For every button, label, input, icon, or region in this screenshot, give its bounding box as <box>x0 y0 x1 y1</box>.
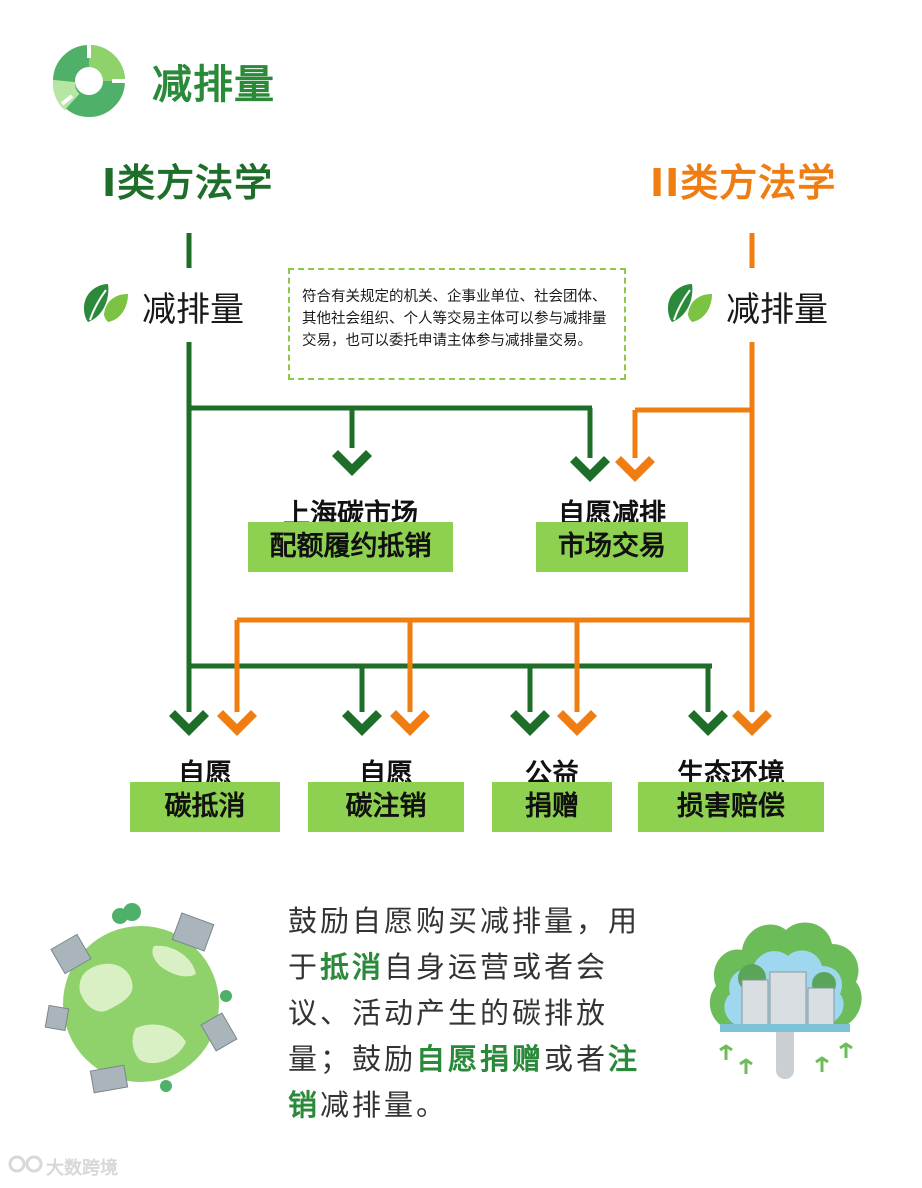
box-donation-subtitle: 捐赠 <box>492 782 612 832</box>
watermark-logo-icon <box>8 1155 43 1173</box>
para-text-1: 鼓励自愿购买减排量，用于 <box>288 904 641 984</box>
leaf-icon <box>668 284 712 322</box>
leaf-icon <box>84 284 128 322</box>
para-text-4: 减排量。 <box>320 1088 449 1122</box>
arrow-down-icon <box>342 710 382 736</box>
ring-logo-icon <box>52 44 126 117</box>
method-class-1: I类方法学 <box>102 161 274 205</box>
box-eco-compensation-subtitle: 损害赔偿 <box>638 782 824 832</box>
arrow-down-icon <box>557 710 597 736</box>
para-highlight-cancel: 注销 <box>288 1042 641 1122</box>
arrow-down-icon <box>688 710 728 736</box>
arrow-down-icon <box>217 710 257 736</box>
para-highlight-donation: 自愿捐赠 <box>416 1042 545 1076</box>
box-cancellation-subtitle: 碳注销 <box>308 782 464 832</box>
arrow-down-icon <box>390 710 430 736</box>
arrow-down-icon <box>510 710 550 736</box>
para-text-2: 自身运营或者会议、活动产生的碳排放量；鼓励 <box>288 950 609 1076</box>
box-offset-subtitle: 碳抵消 <box>130 782 280 832</box>
arrow-down-icon <box>570 456 610 482</box>
para-text-3: 或者 <box>544 1042 609 1076</box>
arrow-down-icon <box>169 710 209 736</box>
arrow-down-icon <box>615 456 655 482</box>
page-title: 减排量 <box>152 62 275 108</box>
arrow-down-icon <box>732 710 772 736</box>
encouragement-paragraph: 鼓励自愿购买减排量，用于抵消自身运营或者会议、活动产生的碳排放量；鼓励自愿捐赠或… <box>288 898 658 1128</box>
watermark-text: 大数跨境 <box>46 1158 118 1179</box>
source-label-left: 减排量 <box>142 290 244 330</box>
method-class-2: II类方法学 <box>650 161 837 205</box>
source-label-right: 减排量 <box>726 290 828 330</box>
tree-city-illustration <box>709 922 862 1079</box>
box-shanghai-subtitle: 配额履约抵销 <box>248 522 453 572</box>
green-globe-illustration <box>44 903 238 1094</box>
para-highlight-offset: 抵消 <box>320 950 385 984</box>
flow-connectors <box>169 233 772 736</box>
arrow-down-icon <box>332 450 372 476</box>
box-voluntary-market-subtitle: 市场交易 <box>536 522 688 572</box>
participant-note: 符合有关规定的机关、企事业单位、社会团体、其他社会组织、个人等交易主体可以参与减… <box>288 268 626 380</box>
